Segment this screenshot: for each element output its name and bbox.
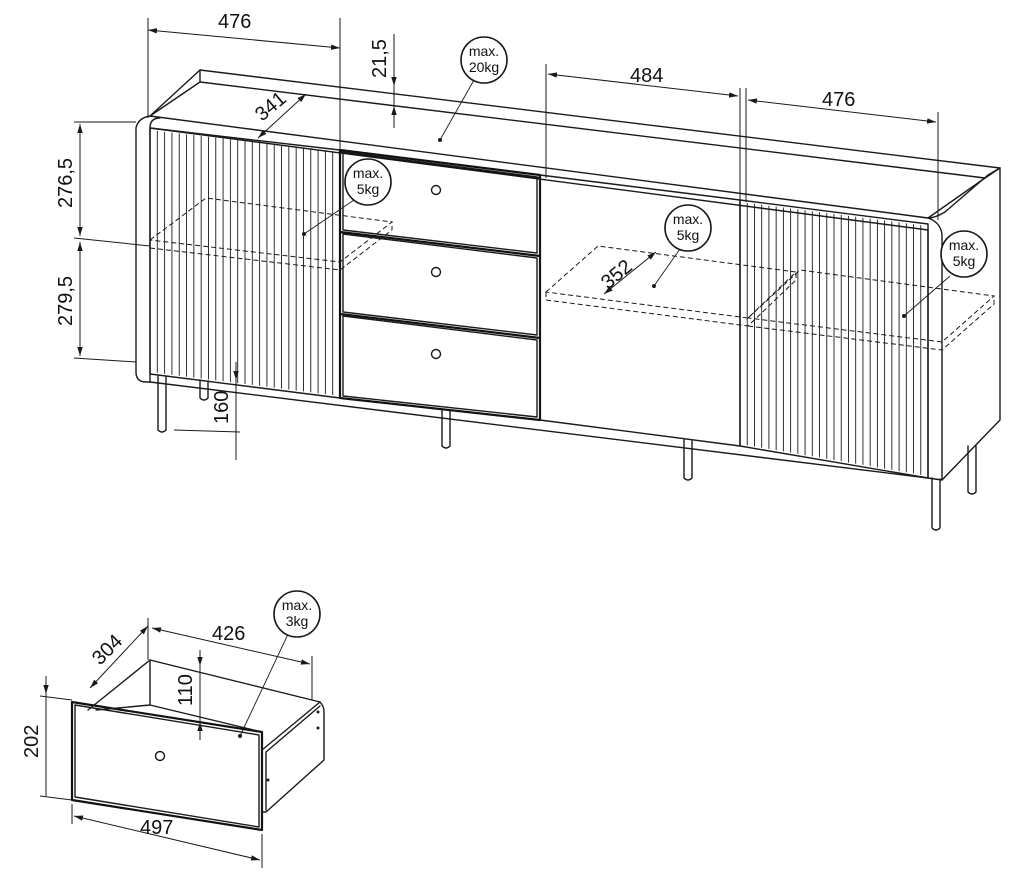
- dim-drawer-front-width: 497: [140, 817, 173, 839]
- weight-badge-right-shelf: max. 5kg: [940, 230, 988, 278]
- sideboard: [135, 69, 1001, 531]
- drawer-detail: [39, 618, 325, 868]
- weight-badge-drawer: max. 3kg: [273, 590, 321, 638]
- right-door: [739, 199, 929, 479]
- svg-text:3kg: 3kg: [286, 613, 309, 629]
- left-door: [149, 127, 341, 399]
- dim-leg-height: 160: [211, 391, 233, 424]
- svg-text:max.: max.: [673, 211, 703, 227]
- dim-drawer-inner-height: 110: [175, 674, 197, 706]
- svg-text:max.: max.: [353, 165, 383, 181]
- left-side-panel: [135, 117, 161, 383]
- dim-top-depth: 21,5: [369, 39, 391, 78]
- svg-text:20kg: 20kg: [469, 59, 499, 75]
- middle-shelf: [544, 245, 798, 327]
- dim-right-width: 476: [822, 89, 855, 111]
- dim-left-width: 476: [218, 11, 251, 33]
- svg-text:5kg: 5kg: [357, 181, 380, 197]
- legs: [157, 375, 977, 531]
- drawer-front: [70, 700, 264, 832]
- drawer-knob-1: [430, 184, 442, 196]
- weight-badge-left-shelf: max. 5kg: [344, 158, 392, 206]
- drawer-knob-3: [430, 348, 442, 360]
- svg-text:max.: max.: [469, 43, 499, 59]
- dim-drawer-height: 202: [21, 725, 43, 758]
- dim-inner-depth: 341: [251, 88, 291, 126]
- right-side-panel: [927, 217, 943, 481]
- middle-door: [539, 174, 741, 447]
- dim-upper-height: 276,5: [55, 158, 77, 208]
- dim-middle-width: 484: [630, 65, 663, 87]
- svg-text:max.: max.: [949, 237, 979, 253]
- dim-drawer-width: 426: [212, 623, 245, 645]
- weight-badge-middle-shelf: max. 5kg: [664, 204, 712, 252]
- drawer-detail-knob: [154, 750, 166, 762]
- svg-text:max.: max.: [282, 597, 312, 613]
- dimension-lines: [73, 18, 939, 460]
- dim-lower-height: 279,5: [55, 276, 77, 326]
- svg-text:5kg: 5kg: [677, 227, 700, 243]
- svg-text:5kg: 5kg: [953, 253, 976, 269]
- left-shelf: [148, 197, 394, 271]
- drawer-knob-2: [430, 266, 442, 278]
- top-panel: [135, 69, 1001, 219]
- weight-badge-top: max. 20kg: [460, 36, 508, 84]
- dim-shelf-depth: 352: [597, 256, 637, 294]
- dim-drawer-depth: 304: [88, 630, 127, 669]
- right-shelf: [746, 269, 996, 351]
